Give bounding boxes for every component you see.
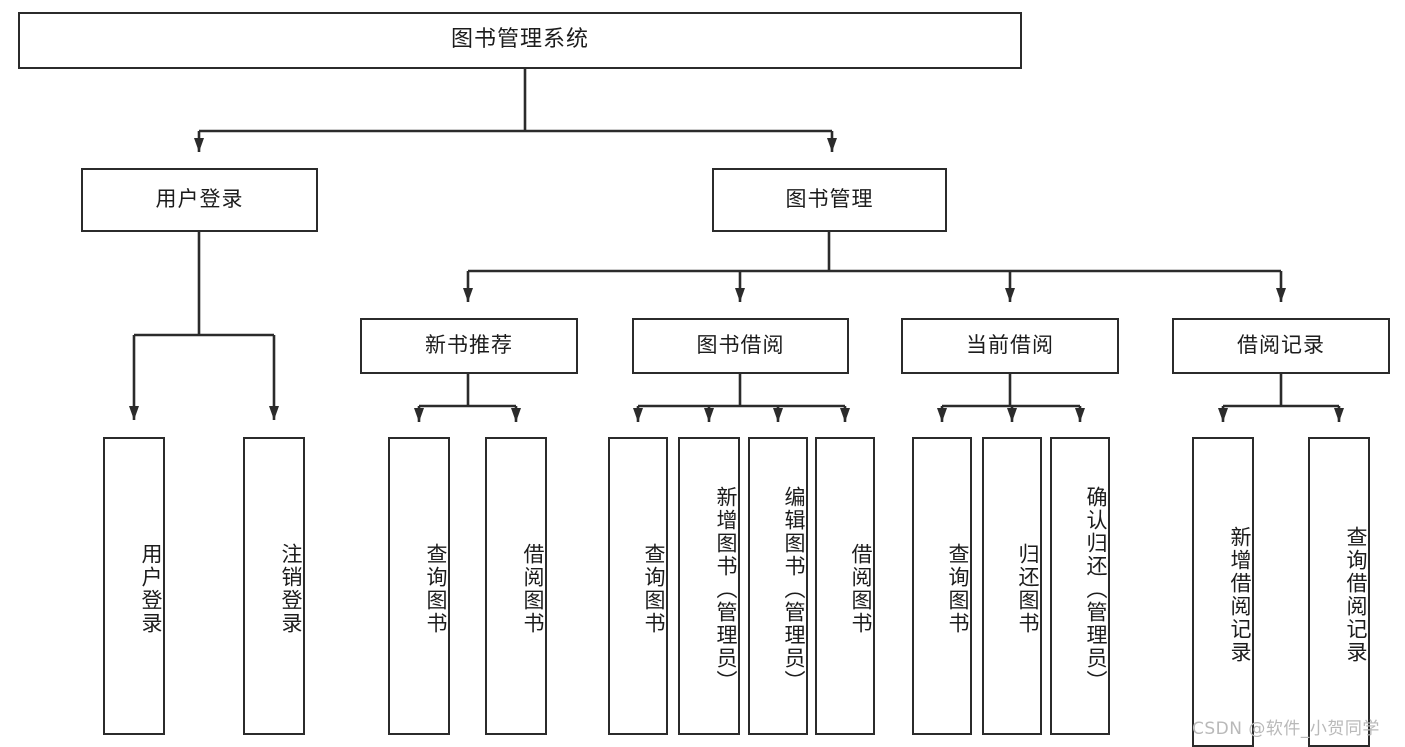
leaf-label: 借阅图书 xyxy=(521,543,545,635)
leaf-label: 新增图书（管理员） xyxy=(714,485,738,693)
node-leaf-edit-book-admin[interactable]: 编辑图书（管理员） xyxy=(748,437,808,735)
node-book-manage[interactable]: 图书管理 xyxy=(712,168,947,232)
node-leaf-add-borrow-record[interactable]: 新增借阅记录 xyxy=(1192,437,1254,747)
node-leaf-borrow-book-recommend[interactable]: 借阅图书 xyxy=(485,437,547,735)
node-current-borrow[interactable]: 当前借阅 xyxy=(901,318,1119,374)
node-book-borrow[interactable]: 图书借阅 xyxy=(632,318,849,374)
csdn-watermark: CSDN @软件_小贺同学 xyxy=(1192,719,1380,739)
node-leaf-borrow-book[interactable]: 借阅图书 xyxy=(815,437,875,735)
leaf-label: 查询图书 xyxy=(424,543,448,635)
node-leaf-query-book-borrow[interactable]: 查询图书 xyxy=(608,437,668,735)
leaf-label: 注销登录 xyxy=(279,543,303,635)
leaf-label: 新增借阅记录 xyxy=(1228,526,1252,664)
node-leaf-confirm-return-admin[interactable]: 确认归还（管理员） xyxy=(1050,437,1110,735)
leaf-label: 借阅图书 xyxy=(849,543,873,635)
node-leaf-user-login[interactable]: 用户登录 xyxy=(103,437,165,735)
node-leaf-query-book-current[interactable]: 查询图书 xyxy=(912,437,972,735)
leaf-label: 归还图书 xyxy=(1016,543,1040,635)
leaf-label: 用户登录 xyxy=(139,543,163,635)
leaf-label: 确认归还（管理员） xyxy=(1084,485,1108,693)
leaf-label: 查询图书 xyxy=(946,543,970,635)
node-root-system[interactable]: 图书管理系统 xyxy=(18,12,1022,69)
node-user-login[interactable]: 用户登录 xyxy=(81,168,318,232)
node-new-book-recommend[interactable]: 新书推荐 xyxy=(360,318,578,374)
node-leaf-user-logout[interactable]: 注销登录 xyxy=(243,437,305,735)
node-leaf-query-borrow-record[interactable]: 查询借阅记录 xyxy=(1308,437,1370,747)
leaf-label: 编辑图书（管理员） xyxy=(782,485,806,693)
node-leaf-return-book[interactable]: 归还图书 xyxy=(982,437,1042,735)
node-leaf-add-book-admin[interactable]: 新增图书（管理员） xyxy=(678,437,740,735)
leaf-label: 查询图书 xyxy=(642,543,666,635)
leaf-label: 查询借阅记录 xyxy=(1344,526,1368,664)
node-leaf-query-book-recommend[interactable]: 查询图书 xyxy=(388,437,450,735)
node-borrow-record[interactable]: 借阅记录 xyxy=(1172,318,1390,374)
